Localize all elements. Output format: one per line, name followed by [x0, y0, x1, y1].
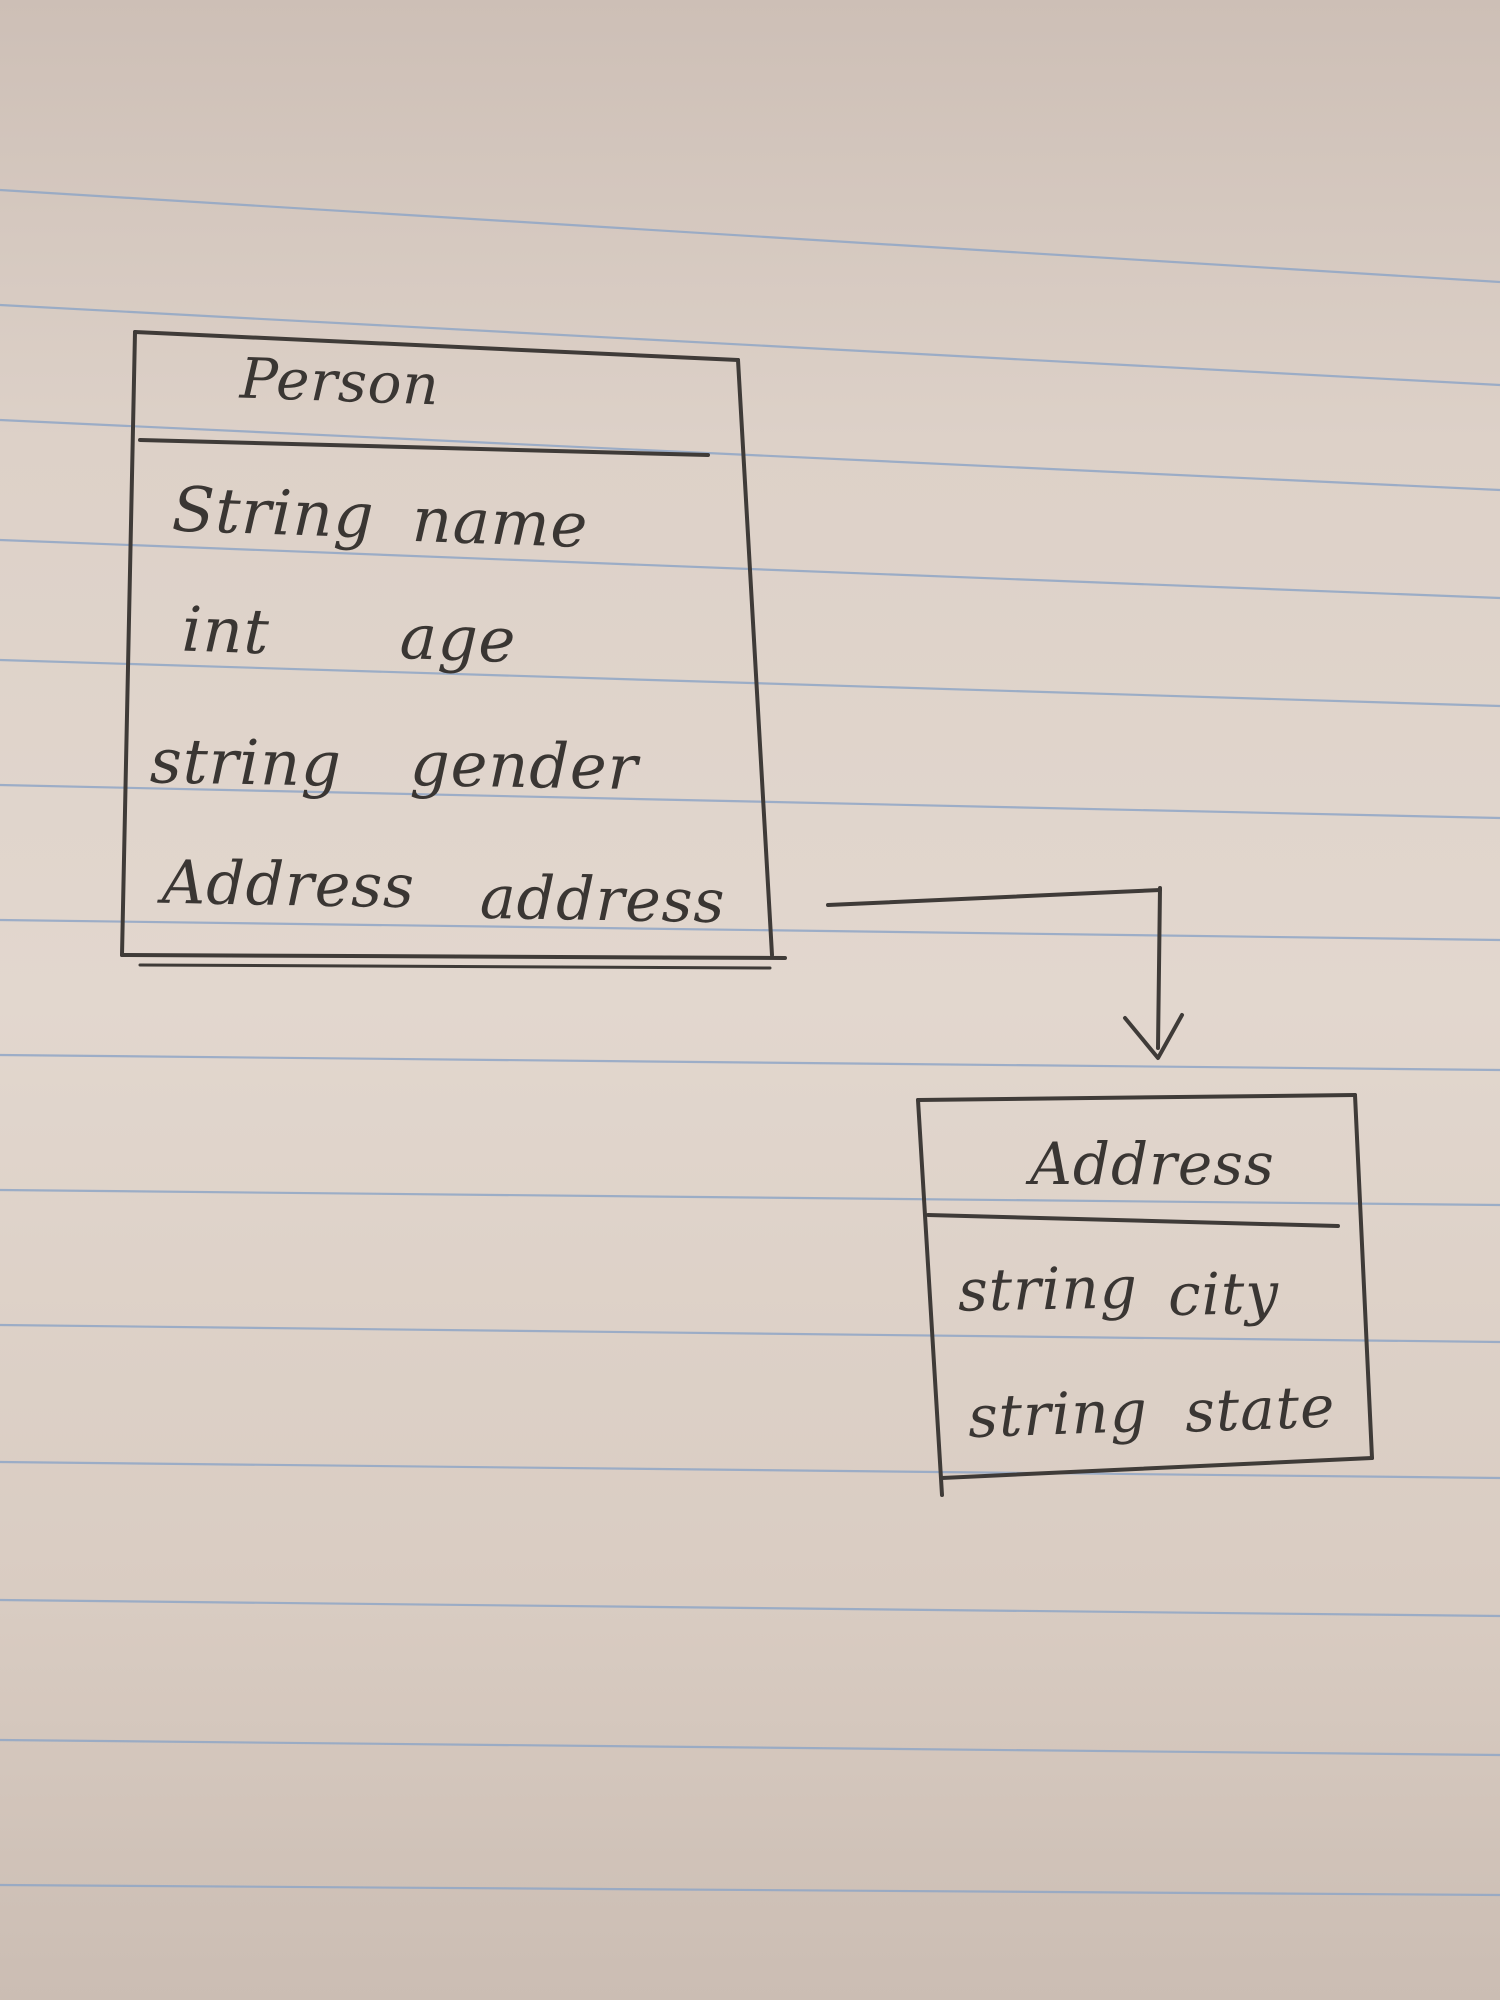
- address-class-title: Address: [1030, 1130, 1275, 1198]
- address-field-name: state: [1183, 1372, 1337, 1446]
- address-field-name: city: [1167, 1259, 1280, 1329]
- address-field-type: string: [966, 1376, 1149, 1452]
- person-field-name: address: [479, 862, 726, 938]
- person-class-box: [120, 330, 787, 970]
- person-field-type: string: [149, 724, 343, 801]
- address-field-type: string: [957, 1253, 1139, 1325]
- person-field-type: Address: [161, 847, 416, 923]
- arrowhead: [1123, 1013, 1184, 1060]
- person-field-type: int: [180, 592, 271, 669]
- address-header-divider: [926, 1213, 1340, 1228]
- association-arrow: [826, 886, 1184, 1060]
- person-class-title: Person: [238, 346, 441, 419]
- address-class-box: [916, 1093, 1374, 1497]
- ruled-lines: [0, 188, 1500, 1897]
- person-field-name: name: [410, 482, 590, 563]
- person-field-name: age: [398, 599, 518, 678]
- person-field-name: gender: [409, 727, 639, 804]
- person-header-divider: [138, 438, 710, 457]
- person-field-type: String: [170, 472, 376, 553]
